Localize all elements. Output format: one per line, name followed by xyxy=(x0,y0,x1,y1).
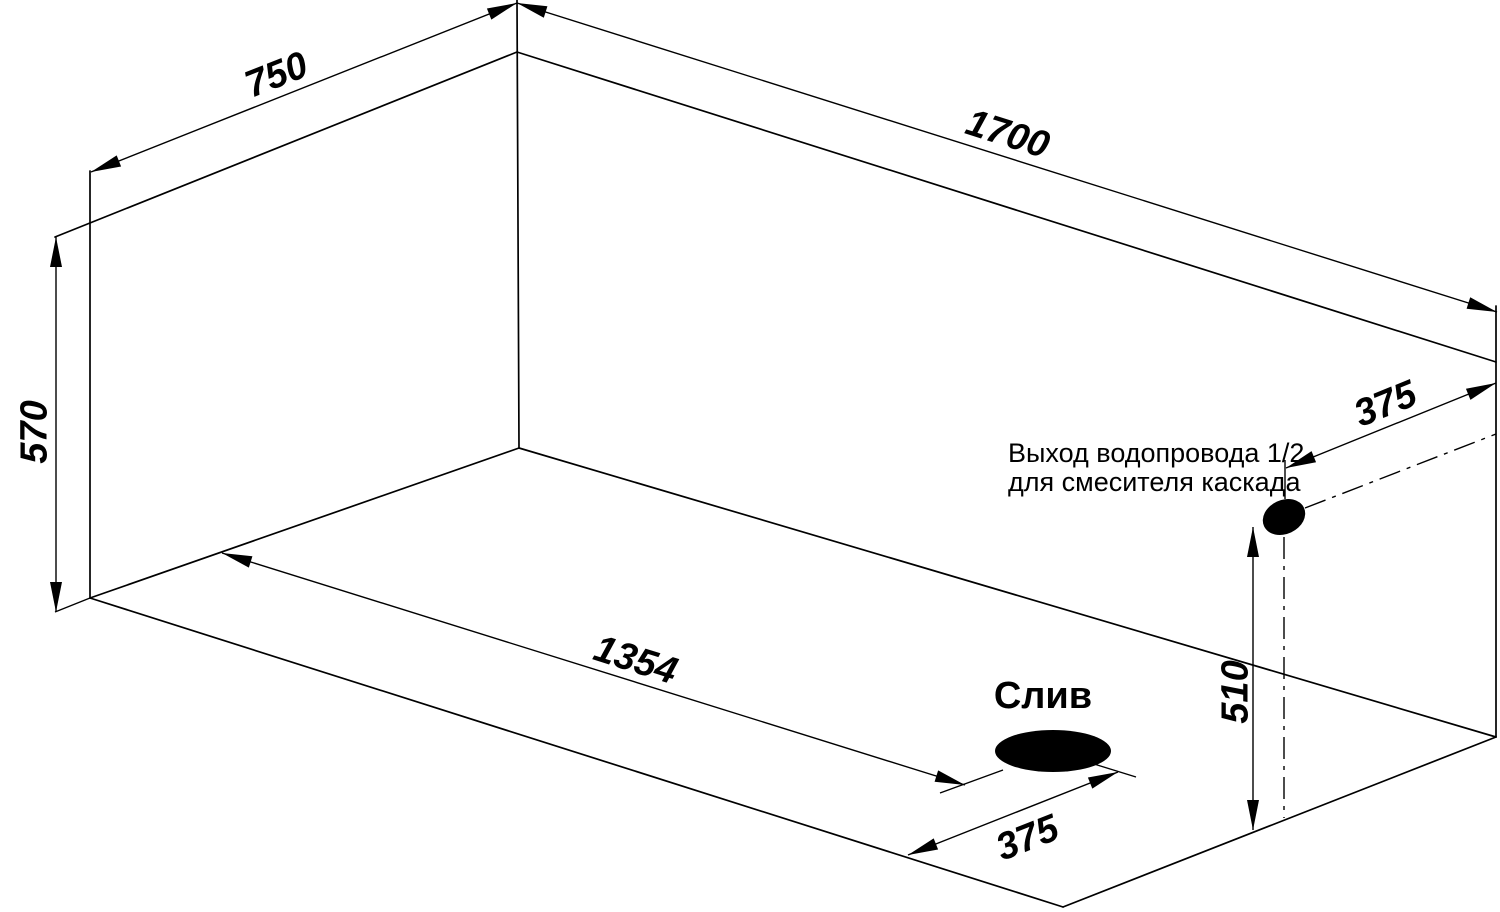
dim-375-drain-line xyxy=(907,771,1119,856)
dim-750-line xyxy=(90,2,518,173)
dim-375-drain-label: 375 xyxy=(990,807,1065,870)
dimension-1354: 1354 xyxy=(221,552,966,786)
edge-floor-front-right xyxy=(1062,736,1497,908)
outlet-hole xyxy=(1262,499,1306,535)
drain-hole xyxy=(995,730,1111,772)
dim-570-label: 570 xyxy=(13,400,55,463)
dimension-510: 510 xyxy=(1214,527,1259,830)
edge-floor-back-left xyxy=(89,447,520,599)
dimension-1700: 1700 xyxy=(516,2,1498,313)
outlet-centerline-axis xyxy=(1304,433,1497,509)
extension-drain-right xyxy=(1093,763,1137,778)
edge-floor-front-left xyxy=(89,597,1064,908)
dim-375-outlet-line xyxy=(1285,382,1497,469)
edge-top-right xyxy=(516,51,1497,363)
edge-floor-back-right xyxy=(518,447,1497,738)
dim-750-label: 750 xyxy=(239,44,313,106)
dim-1354-line xyxy=(221,552,966,786)
dimension-375-drain: 375 xyxy=(907,771,1119,870)
dimension-375-outlet: 375 xyxy=(1285,373,1497,469)
extension-570-bottom xyxy=(54,597,91,613)
edge-vertical-back xyxy=(516,0,520,449)
outlet-note-line1: Выход водопровода 1/2 xyxy=(1008,438,1304,468)
dim-1354-label: 1354 xyxy=(589,627,682,692)
drain: Слив xyxy=(939,675,1137,794)
dimension-750: 750 xyxy=(90,2,518,173)
dim-1700-line xyxy=(516,2,1498,313)
dim-510-label: 510 xyxy=(1214,660,1256,723)
dimension-570: 570 xyxy=(13,237,63,612)
outlet-note-line2: для смесителя каскада xyxy=(1008,467,1301,497)
extension-drain-left xyxy=(939,769,1004,794)
dim-375-outlet-label: 375 xyxy=(1348,373,1423,436)
drain-label: Слив xyxy=(994,675,1092,717)
